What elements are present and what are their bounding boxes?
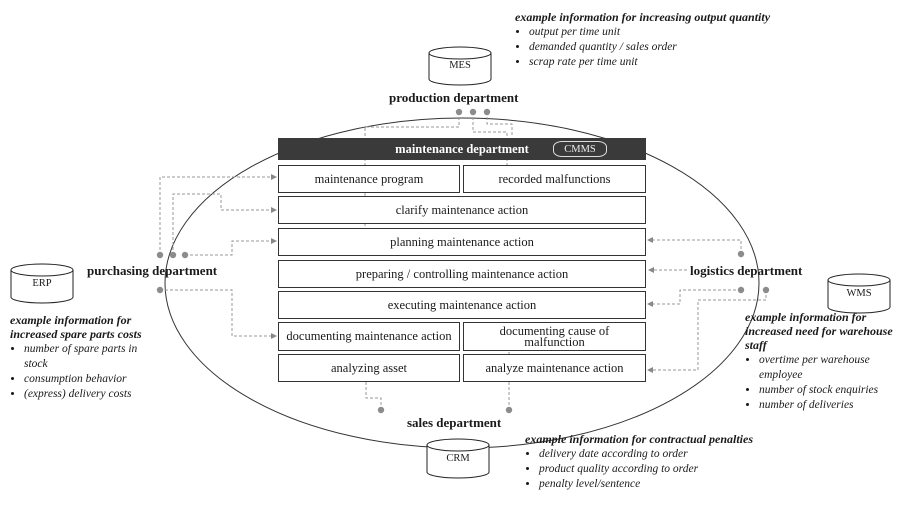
sales-info-block: example information for contractual pena… [525, 432, 785, 492]
crm-cylinder: CRM [427, 453, 489, 464]
production-info-list: output per time unit demanded quantity /… [515, 25, 785, 70]
sales-department-label: sales department [407, 415, 502, 430]
planning-action-box: planning maintenance action [278, 228, 646, 256]
logistics-info-list: overtime per warehouse employee number o… [745, 353, 909, 413]
list-item: product quality according to order [539, 462, 785, 477]
list-item: number of deliveries [759, 398, 909, 413]
purchasing-info-list: number of spare parts in stock consumpti… [10, 342, 160, 402]
documenting-action-box: documenting maintenance action [278, 322, 460, 351]
list-item: number of spare parts in stock [24, 342, 160, 372]
production-info-title: example information for increasing outpu… [515, 10, 771, 24]
analyzing-asset-box: analyzing asset [278, 354, 460, 382]
mes-cylinder: MES [429, 60, 491, 71]
list-item: delivery date according to order [539, 447, 785, 462]
mes-label: MES [449, 60, 471, 71]
list-item: demanded quantity / sales order [529, 40, 785, 55]
list-item: number of stock enquiries [759, 383, 909, 398]
list-item: penalty level/sentence [539, 477, 785, 492]
logistics-info-block: example information for increased need f… [745, 310, 909, 413]
purchasing-department-label: purchasing department [87, 263, 218, 278]
connector-dots [156, 108, 770, 414]
wms-label: WMS [846, 288, 872, 299]
production-info-block: example information for increasing outpu… [515, 10, 785, 70]
logistics-department-label: logistics department [690, 263, 803, 278]
recorded-malfunctions-box: recorded malfunctions [463, 165, 646, 193]
wms-cylinder: WMS [828, 288, 890, 299]
purchasing-info-title: example information for increased spare … [10, 313, 142, 341]
crm-label: CRM [446, 453, 470, 464]
sales-info-title: example information for contractual pena… [525, 432, 754, 446]
executing-action-box: executing maintenance action [278, 291, 646, 319]
erp-cylinder: ERP [11, 278, 73, 289]
list-item: (express) delivery costs [24, 387, 160, 402]
analyze-action-box: analyze maintenance action [463, 354, 646, 382]
list-item: consumption behavior [24, 372, 160, 387]
sales-info-list: delivery date according to order product… [525, 447, 785, 492]
purchasing-info-block: example information for increased spare … [10, 313, 160, 402]
documenting-cause-box: documenting cause of malfunction [463, 322, 646, 351]
database-cylinders [10, 46, 891, 479]
maintenance-program-box: maintenance program [278, 165, 460, 193]
maintenance-department-title: maintenance department [395, 141, 529, 156]
list-item: scrap rate per time unit [529, 55, 785, 70]
preparing-controlling-action-box: preparing / controlling maintenance acti… [278, 260, 646, 288]
clarify-action-box: clarify maintenance action [278, 196, 646, 224]
logistics-info-title: example information for increased need f… [745, 310, 893, 352]
list-item: output per time unit [529, 25, 785, 40]
list-item: overtime per warehouse employee [759, 353, 909, 383]
production-department-label: production department [389, 90, 519, 105]
erp-label: ERP [32, 278, 52, 289]
cmms-system-badge: CMMS [553, 141, 607, 157]
